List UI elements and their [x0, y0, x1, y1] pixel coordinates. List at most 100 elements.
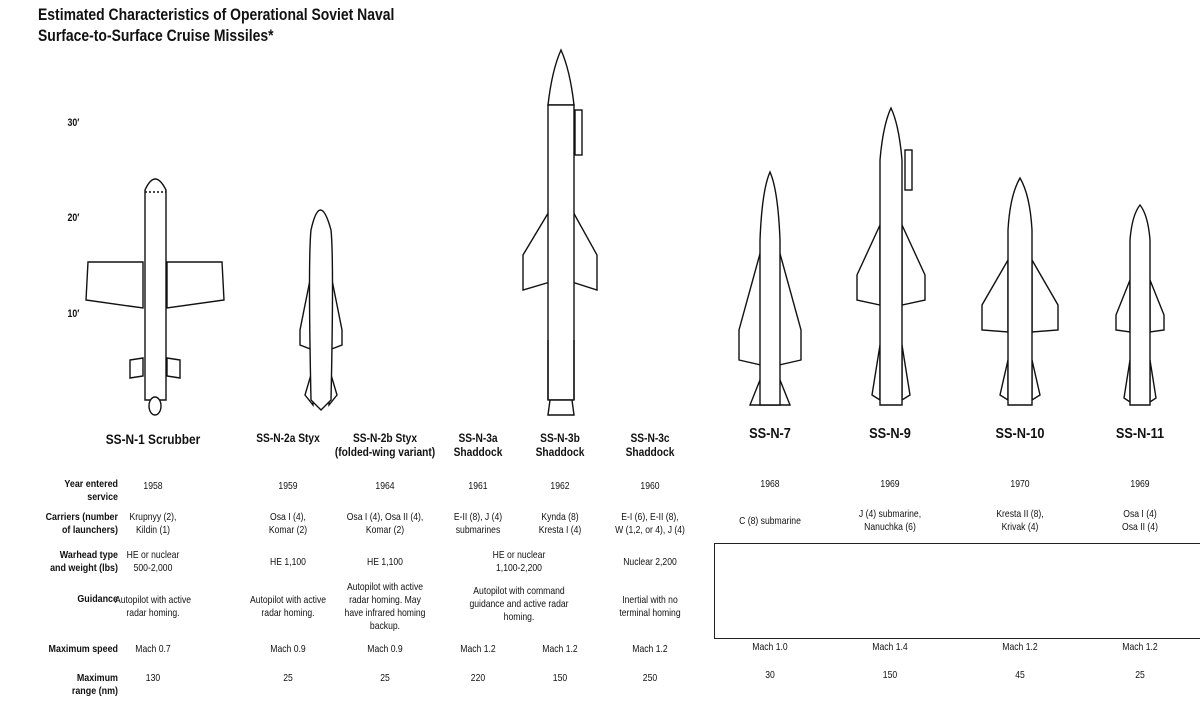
- missile-3-carriers-line: submarines: [455, 524, 501, 536]
- missile-8-name-line: SS-N-10: [995, 425, 1045, 442]
- missile-7-name-line: SS-N-9: [869, 425, 911, 442]
- missile-7-name: SS-N-9: [869, 425, 911, 442]
- missile-8-carriers-line: Kresta II (8),: [996, 508, 1044, 520]
- scale-mark-20ft: 20′: [67, 212, 80, 224]
- row-label-speed-line: Maximum speed: [48, 643, 119, 655]
- missile-9-carriers: Osa I (4)Osa II (4): [1122, 508, 1158, 534]
- missile-2-year: 1964: [375, 480, 395, 492]
- missile-2-carriers: Osa I (4), Osa II (4),Komar (2): [347, 511, 424, 537]
- missile-5-speed: Mach 1.2: [632, 643, 668, 655]
- missile-6-range: 30: [765, 669, 775, 681]
- ss-n-10-drawing: [981, 176, 1059, 406]
- missile-5-year: 1960: [640, 480, 660, 492]
- missile-2-carriers-line: Osa I (4), Osa II (4),: [346, 511, 424, 523]
- shaddock-3a-3b-guidance-line: homing.: [503, 611, 535, 623]
- missile-1-guidance-line: Autopilot with active: [249, 594, 327, 606]
- row-label-range-line: Maximum: [76, 672, 118, 684]
- missile-9-year: 1969: [1130, 478, 1150, 490]
- missile-0-carriers-line: Kildin (1): [136, 524, 170, 536]
- missile-3-carriers-line: E-II (8), J (4): [453, 511, 503, 523]
- missile-8-range: 45: [1015, 669, 1025, 681]
- missile-1-carriers-line: Osa I (4),: [270, 511, 306, 523]
- ss-n-3-drawing: [522, 48, 598, 416]
- row-label-guidance: Guidance: [18, 593, 118, 606]
- missile-0-warhead-line: 500-2,000: [133, 562, 173, 574]
- shaddock-3a-3b-guidance-line: Autopilot with command: [473, 585, 565, 597]
- missile-0-range: 130: [145, 672, 161, 684]
- missile-9-name-line: SS-N-11: [1115, 425, 1165, 442]
- row-label-year-line: service: [87, 491, 118, 503]
- missile-6-carriers-line: C (8) submarine: [739, 514, 801, 527]
- shaddock-3a-3b-warhead-line: HE or nuclear: [492, 549, 546, 561]
- missile-2-warhead-line: HE 1,100: [367, 555, 403, 568]
- missile-0-year: 1958: [143, 480, 163, 492]
- missile-1-carriers: Osa I (4),Komar (2): [269, 511, 307, 537]
- missile-3-name-line: SS-N-3a: [458, 431, 498, 445]
- missile-5-warhead: Nuclear 2,200: [623, 556, 677, 569]
- missile-8-speed: Mach 1.2: [1002, 641, 1038, 653]
- missile-2-speed: Mach 0.9: [367, 643, 403, 655]
- missile-0-speed: Mach 0.7: [135, 643, 171, 655]
- missile-0-carriers: Krupnyy (2),Kildin (1): [130, 511, 177, 537]
- missile-5-range: 250: [642, 672, 658, 684]
- missile-6-name: SS-N-7: [749, 425, 791, 442]
- missile-5-guidance-line: Inertial with no: [622, 594, 678, 606]
- missile-1-range: 25: [283, 672, 293, 684]
- unavailable-data-box: [714, 543, 1200, 639]
- missile-2-name: SS-N-2b Styx(folded-wing variant): [335, 431, 435, 459]
- missile-4-carriers: Kynda (8)Kresta I (4): [539, 511, 582, 537]
- missile-1-name-line: SS-N-2a Styx: [256, 431, 320, 445]
- missile-9-name: SS-N-11: [1116, 425, 1164, 442]
- missile-8-carriers: Kresta II (8),Krivak (4): [996, 508, 1043, 534]
- missile-8-name: SS-N-10: [996, 425, 1045, 442]
- missile-5-carriers-line: E-I (6), E-II (8),: [621, 511, 679, 523]
- missile-7-carriers-line: J (4) submarine,: [858, 508, 922, 520]
- row-label-warhead-line: and weight (lbs): [50, 562, 118, 574]
- missile-5-carriers-line: W (1,2, or 4), J (4): [615, 524, 685, 536]
- missile-2-name-line: SS-N-2b Styx: [352, 431, 418, 445]
- missile-1-name: SS-N-2a Styx: [256, 431, 319, 445]
- missile-3-speed: Mach 1.2: [460, 643, 496, 655]
- missile-4-range: 150: [552, 672, 568, 684]
- missile-2-range: 25: [380, 672, 390, 684]
- missile-2-carriers-line: Komar (2): [365, 524, 405, 536]
- ss-n-1-drawing: [85, 178, 225, 416]
- scale-mark-30ft: 30′: [67, 117, 80, 129]
- missile-9-carriers-line: Osa I (4): [1123, 508, 1157, 520]
- missile-6-year: 1968: [760, 478, 780, 490]
- row-label-range-line: range (nm): [71, 685, 118, 697]
- missile-2-warhead: HE 1,100: [367, 556, 403, 569]
- missile-0-guidance-line: radar homing.: [126, 607, 180, 619]
- missile-7-range: 150: [882, 669, 898, 681]
- missile-3-name-line: Shaddock: [453, 445, 503, 459]
- missile-5-guidance-line: terminal homing: [619, 607, 681, 619]
- missile-9-range: 25: [1135, 669, 1145, 681]
- missile-3-year: 1961: [468, 480, 488, 492]
- missile-4-carriers-line: Kynda (8): [541, 511, 579, 523]
- row-label-warhead-line: Warhead type: [59, 549, 118, 561]
- missile-5-name-line: Shaddock: [625, 445, 675, 459]
- missile-0-name-line: SS-N-1 Scrubber: [105, 431, 201, 447]
- row-label-year-line: Year entered: [64, 478, 118, 490]
- missile-8-carriers-line: Krivak (4): [1001, 521, 1039, 533]
- missile-4-carriers-line: Kresta I (4): [538, 524, 582, 536]
- page-title: Estimated Characteristics of Operational…: [38, 5, 395, 45]
- missile-0-name: SS-N-1 Scrubber: [106, 431, 201, 447]
- ss-n-9-drawing: [856, 106, 926, 406]
- missile-1-warhead-line: HE 1,100: [270, 555, 306, 568]
- missile-3-range: 220: [470, 672, 486, 684]
- missile-2-guidance-line: have infrared homing: [344, 607, 426, 619]
- ss-n-2-drawing: [299, 209, 343, 411]
- scale-mark-10ft: 10′: [67, 308, 80, 320]
